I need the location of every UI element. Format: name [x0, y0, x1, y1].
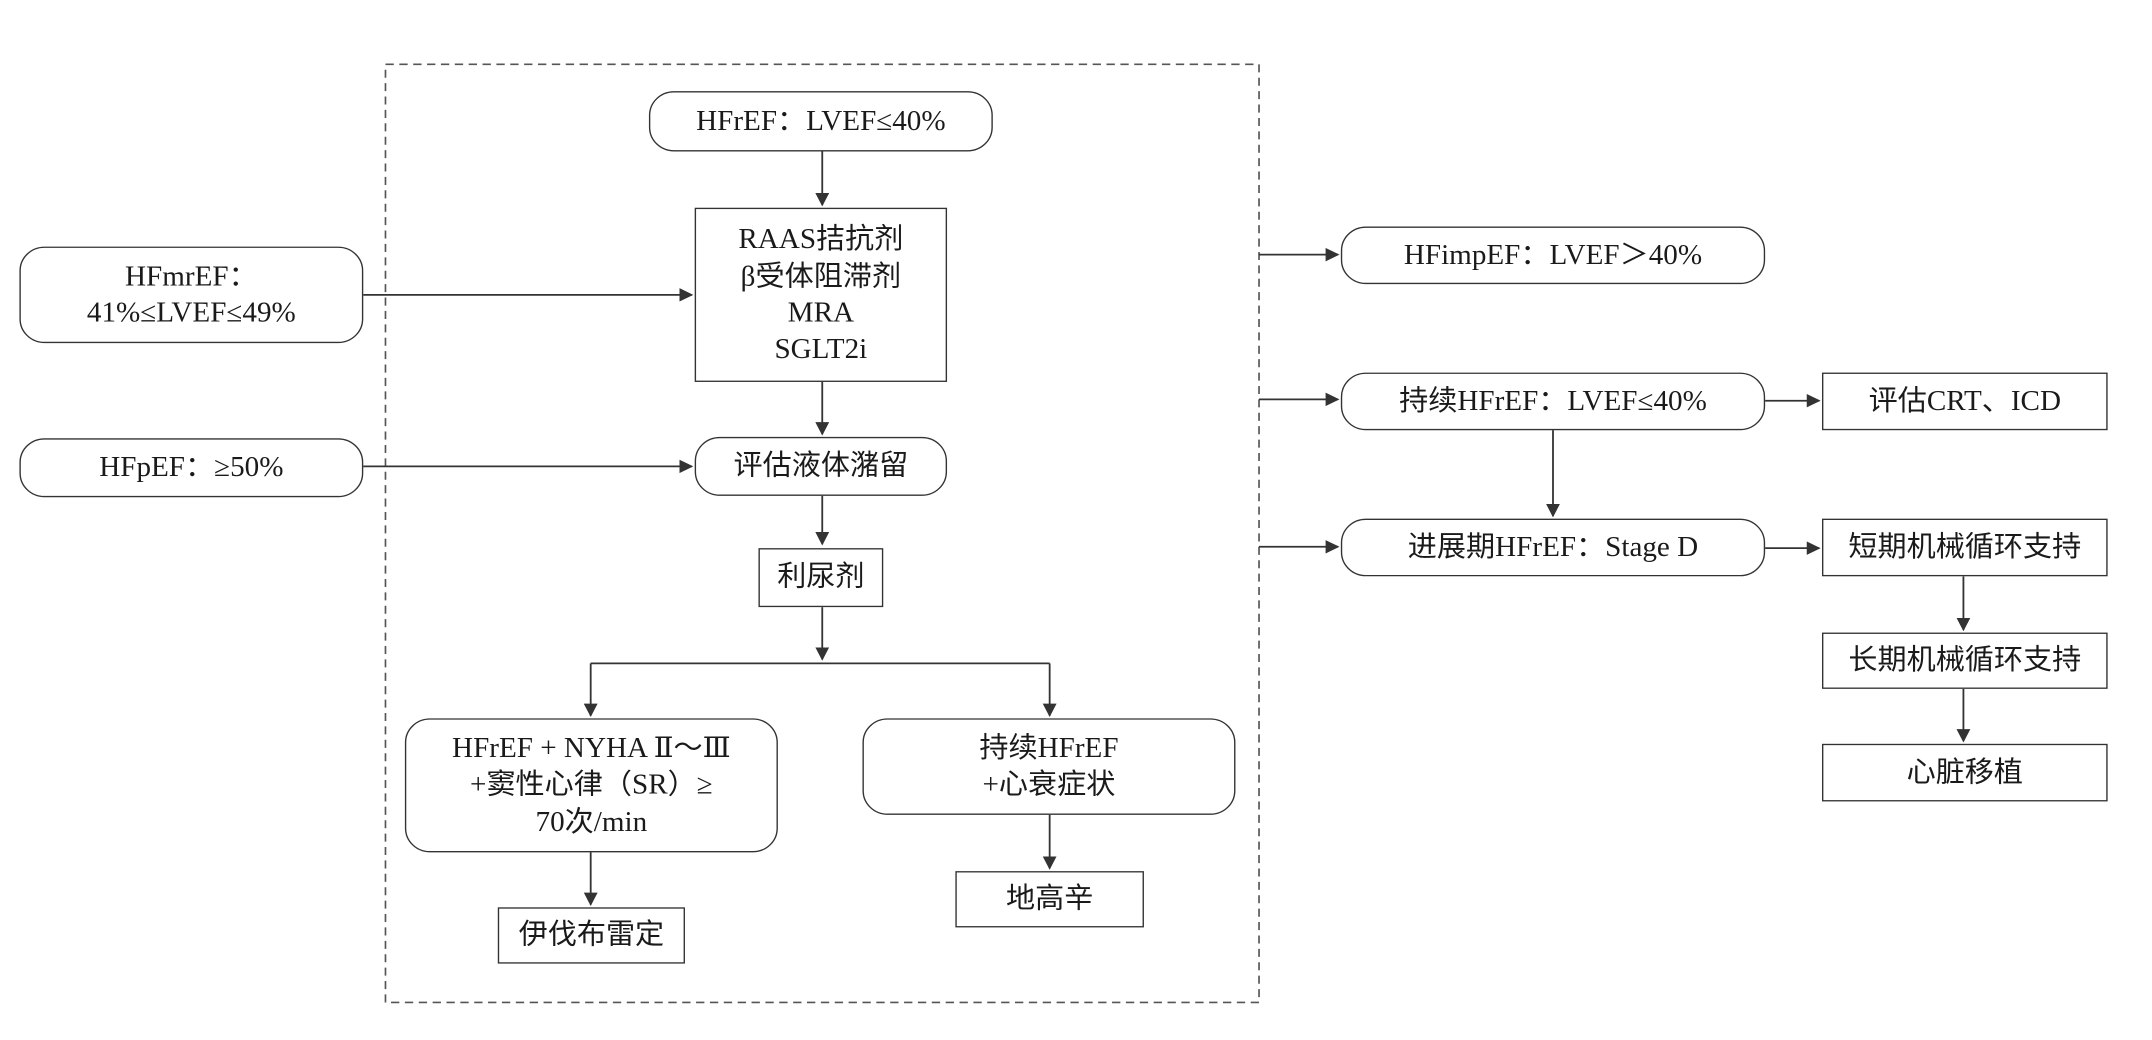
node-advanced-hfref: 进展期HFrEF：Stage D	[1340, 518, 1766, 577]
node-sinus-rhythm: HFrEF + NYHA Ⅱ～Ⅲ +窦性心律（SR）≥ 70次/min	[404, 718, 778, 853]
node-persist-symptoms: 持续HFrEF +心衰症状	[862, 718, 1236, 815]
node-hfmref: HFmrEF： 41%≤LVEF≤49%	[19, 246, 364, 344]
node-hfimpef: HFimpEF：LVEF＞40%	[1340, 226, 1766, 285]
node-hfpef: HFpEF：≥50%	[19, 438, 364, 498]
node-long-term-mcs: 长期机械循环支持	[1821, 632, 2108, 689]
node-hfref: HFrEF：LVEF≤40%	[648, 91, 993, 152]
node-heart-transplant: 心脏移植	[1821, 743, 2108, 802]
node-short-term-mcs: 短期机械循环支持	[1821, 518, 2108, 577]
node-digoxin: 地高辛	[955, 871, 1144, 928]
node-assess-crt-icd: 评估CRT、ICD	[1821, 372, 2108, 431]
node-ivabradine: 伊伐布雷定	[497, 907, 685, 964]
node-gdmt-therapy: RAAS拮抗剂 β受体阻滞剂 MRA SGLT2i	[694, 207, 948, 382]
node-assess-fluid: 评估液体潴留	[694, 436, 948, 496]
node-persist-hfref: 持续HFrEF：LVEF≤40%	[1340, 372, 1766, 431]
node-diuretic: 利尿剂	[758, 548, 884, 608]
